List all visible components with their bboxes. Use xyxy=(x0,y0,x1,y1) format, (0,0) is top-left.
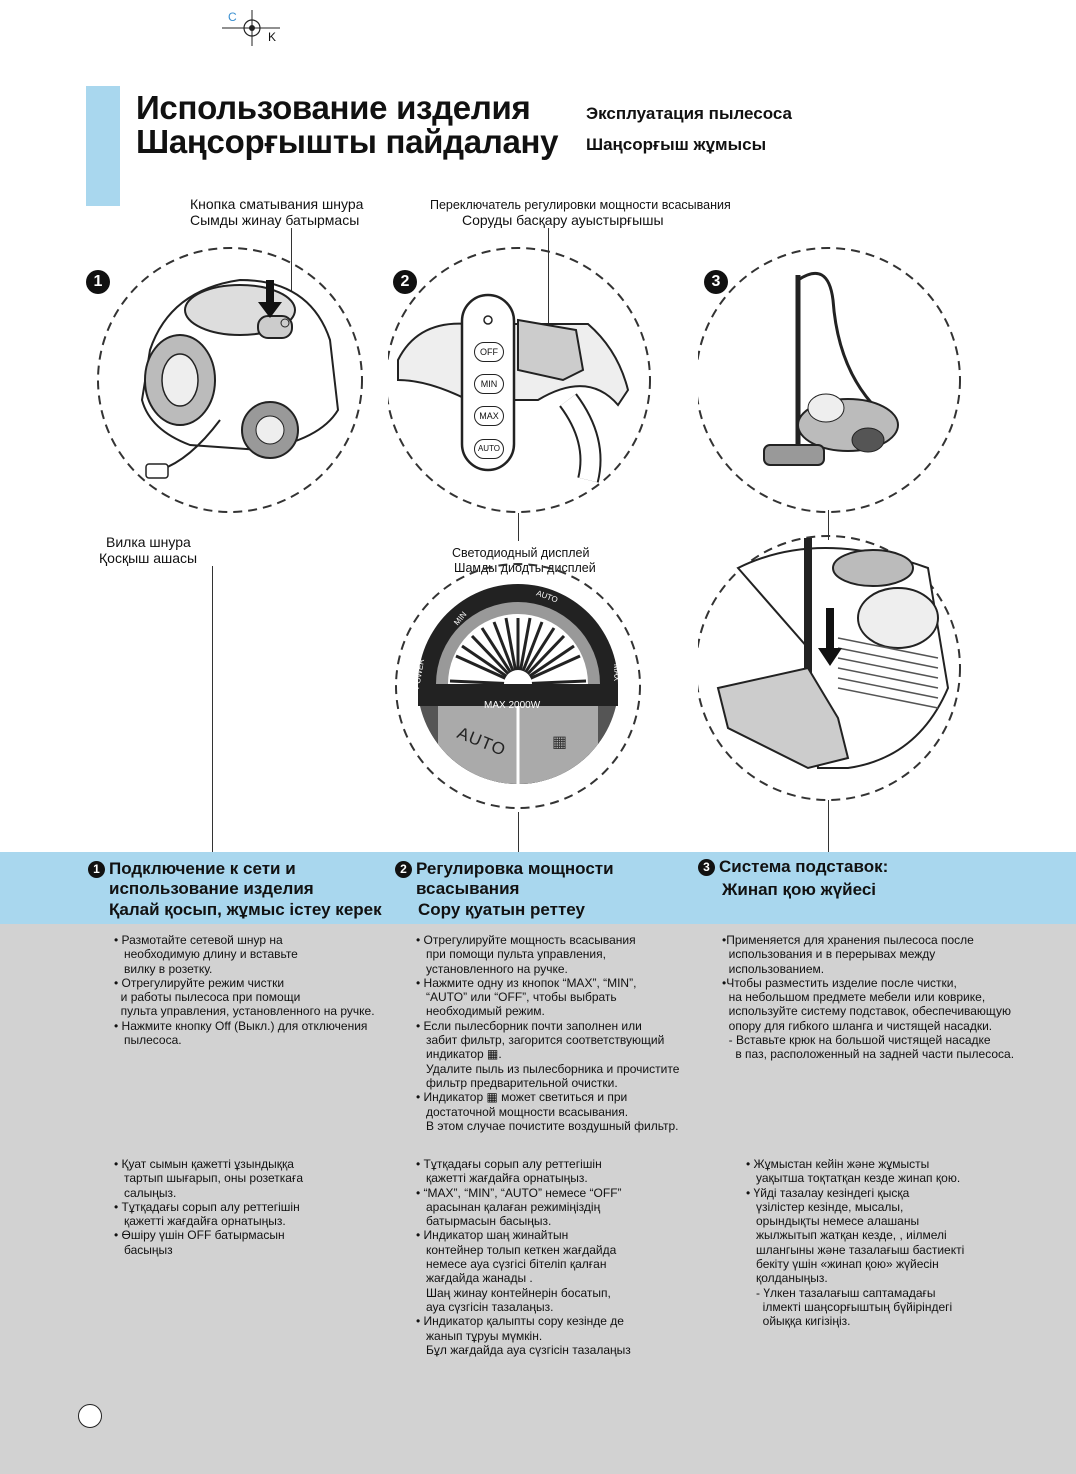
remote-off-button[interactable]: OFF xyxy=(474,342,504,362)
figure-number-2: 2 xyxy=(393,270,417,294)
section-3-title-ru: Система подставок: xyxy=(719,857,889,876)
text-area-background xyxy=(0,924,1076,1474)
title-accent-bar xyxy=(86,86,120,206)
remote-min-button[interactable]: MIN xyxy=(474,374,504,394)
switch-label-kz: Соруды басқару ауыстырғышы xyxy=(462,212,664,228)
storage-system-illustration xyxy=(698,535,961,801)
leader-line xyxy=(828,800,829,852)
page-title-ru: Использование изделия xyxy=(136,89,531,126)
leader-line xyxy=(518,513,519,541)
handle-remote-illustration xyxy=(388,247,651,513)
corner-mark-k: K xyxy=(268,30,277,44)
plug-label-ru: Вилка шнура xyxy=(106,534,191,550)
section-header-band xyxy=(0,852,1076,924)
page-number-circle xyxy=(78,1404,102,1428)
page-subtitle-ru: Эксплуатация пылесоса xyxy=(586,104,793,123)
switch-label-ru: Переключатель регулировки мощности всасы… xyxy=(430,198,731,212)
dial-max-label: MAX xyxy=(612,663,622,682)
remote-auto-button[interactable]: AUTO xyxy=(474,439,504,459)
led-label-ru: Светодиодный дисплей xyxy=(452,546,590,560)
registration-mark-icon xyxy=(222,10,280,46)
leader-line xyxy=(828,510,829,540)
vacuum-full-illustration xyxy=(698,247,961,513)
section-3-number: 3 xyxy=(698,859,715,876)
body-text-ru-col1: • Размотайте сетевой шнур на необходимую… xyxy=(114,933,375,1048)
section-1-number: 1 xyxy=(88,861,105,878)
leader-line xyxy=(518,812,519,852)
section-2-title-kz: Сору қуатын реттеу xyxy=(418,900,585,919)
section-3-title-kz: Жинап қою жүйесі xyxy=(722,880,877,899)
led-dial-illustration xyxy=(395,563,641,809)
section-2-title-ru: Регулировка мощности всасывания xyxy=(416,859,614,898)
cord-button-label-ru: Кнопка сматывания шнура xyxy=(190,196,364,212)
section-1-title-kz: Қалай қосып, жұмыс істеу керек xyxy=(109,900,382,919)
body-text-ru-col3: •Применяется для хранения пылесоса после… xyxy=(722,933,1015,1062)
remote-max-button[interactable]: MAX xyxy=(474,406,504,426)
figure-number-3: 3 xyxy=(704,270,728,294)
vacuum-body-illustration xyxy=(97,247,363,513)
body-text-ru-col2: • Отрегулируйте мощность всасывания при … xyxy=(416,933,680,1133)
section-2-number: 2 xyxy=(395,861,412,878)
page-title-kz: Шаңсорғышты пайдалану xyxy=(136,123,559,160)
body-text-kz-col3: • Жұмыстан кейін және жұмысты уақытша то… xyxy=(746,1157,965,1329)
body-text-kz-col1: • Қуат сымын қажетті ұзындыққа тартып шы… xyxy=(114,1157,304,1257)
plug-label-kz: Қосқыш ашасы xyxy=(99,550,198,566)
cord-button-label-kz: Сымды жинау батырмасы xyxy=(190,212,360,228)
dial-max-2000w: MAX 2000W xyxy=(484,700,541,711)
body-text-kz-col2: • Тұтқадағы сорып алу реттегішін қажетті… xyxy=(416,1157,631,1357)
leader-line xyxy=(548,228,549,328)
corner-mark-c: C xyxy=(228,10,237,24)
section-1-title-ru: Подключение к сети и использование издел… xyxy=(109,859,314,898)
figure-number-1: 1 xyxy=(86,270,110,294)
leader-line xyxy=(291,228,292,298)
page-subtitle-kz: Шаңсорғыш жұмысы xyxy=(586,135,767,154)
leader-line xyxy=(212,566,213,852)
filter-indicator-icon: ▦ xyxy=(552,734,568,751)
